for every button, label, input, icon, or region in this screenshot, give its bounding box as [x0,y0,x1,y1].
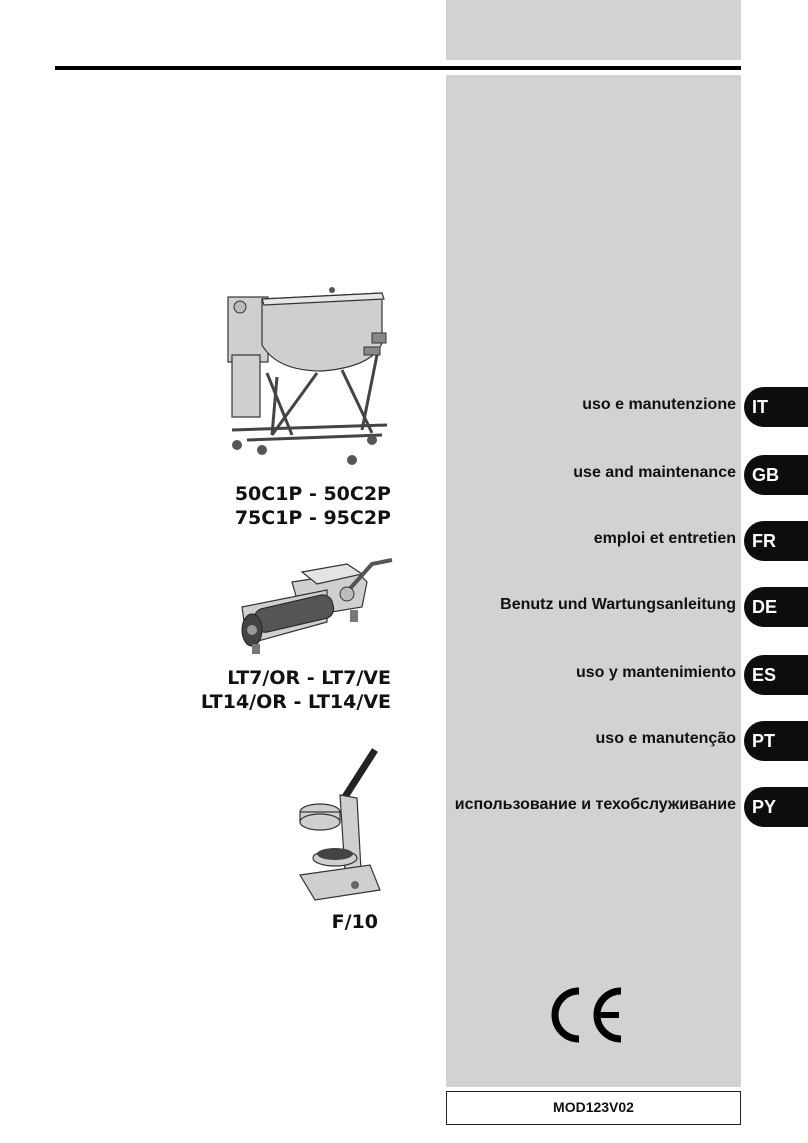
model-label-mixer-2: 75C1P - 95C2P [234,507,391,529]
model-label-press: F/10 [331,911,378,933]
language-row-es[interactable]: uso y mantenimiento ES [446,655,808,695]
language-label: use and maintenance [573,464,736,481]
language-tab[interactable]: PT [744,721,808,761]
language-row-fr[interactable]: emploi et entretien FR [446,521,808,561]
language-label: uso e manutenzione [582,396,736,413]
language-tab[interactable]: DE [744,587,808,627]
model-label-stuffer-1: LT7/OR - LT7/VE [227,667,391,689]
language-row-pt[interactable]: uso e manutenção PT [446,721,808,761]
language-row-it[interactable]: uso e manutenzione IT [446,387,808,427]
header-rule [55,66,741,70]
language-tab[interactable]: GB [744,455,808,495]
model-code-box: MOD123V02 [446,1091,741,1125]
language-row-gb[interactable]: use and maintenance GB [446,455,808,495]
model-label-mixer-1: 50C1P - 50C2P [234,483,391,505]
language-label: emploi et entretien [593,530,736,547]
sausage-stuffer-illustration [241,558,393,654]
burger-press-illustration [299,748,381,901]
side-gray-panel [446,75,741,1087]
ce-mark-icon [551,987,622,1043]
model-label-stuffer-2: LT14/OR - LT14/VE [200,691,391,713]
language-row-py[interactable]: использование и техобслуживание PY [446,787,808,827]
language-tab[interactable]: PY [744,787,808,827]
language-row-de[interactable]: Benutz und Wartungsanleitung DE [446,587,808,627]
language-label: использование и техобслуживание [454,796,736,813]
meat-mixer-illustration [227,287,388,465]
language-tab[interactable]: IT [744,387,808,427]
language-label: uso e manutenção [595,730,736,747]
language-label: uso y mantenimiento [575,664,736,681]
top-gray-block [446,0,741,60]
language-tab[interactable]: ES [744,655,808,695]
language-tab[interactable]: FR [744,521,808,561]
language-label: Benutz und Wartungsanleitung [500,596,736,613]
